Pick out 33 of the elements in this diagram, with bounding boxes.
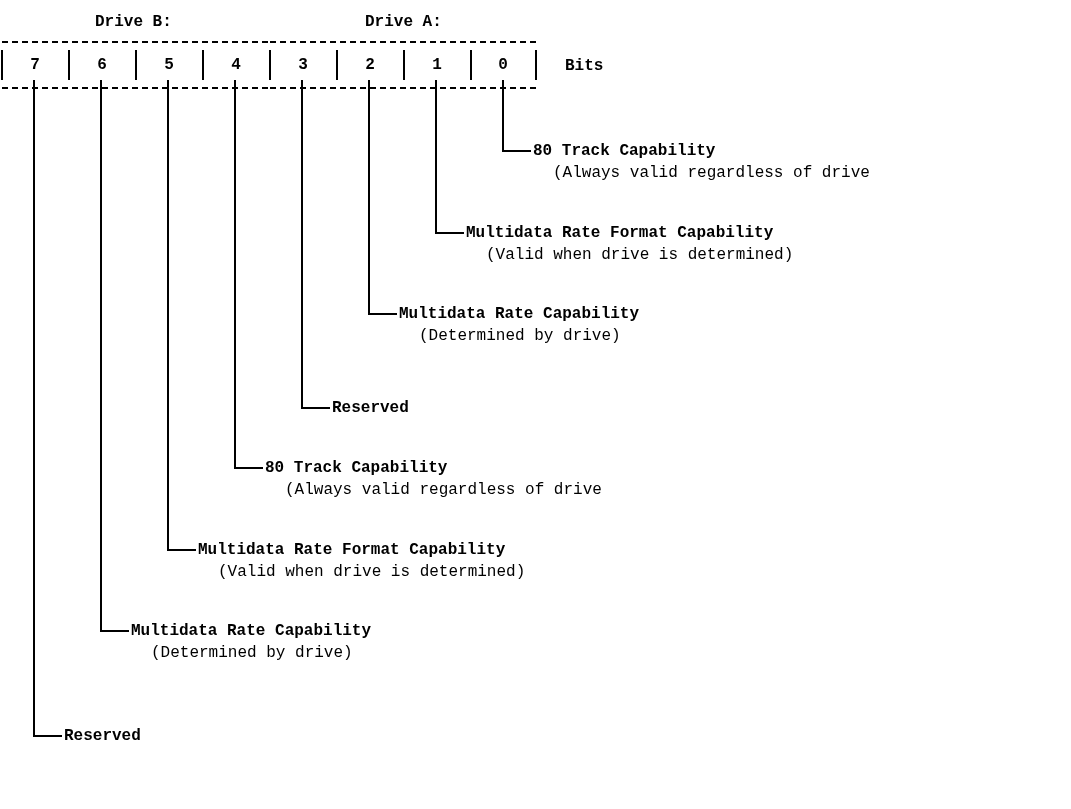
leader-line	[301, 79, 331, 409]
bit-cell: 4	[201, 50, 269, 80]
field-name: Reserved	[64, 726, 141, 747]
field-name: 80 Track Capability	[265, 458, 449, 479]
leader-line	[435, 79, 465, 234]
leader-line	[502, 79, 532, 152]
field-note: (Determined by drive)	[418, 326, 622, 347]
field-name: Multidata Rate Format Capability	[466, 223, 775, 244]
bit-cell: 6	[67, 50, 135, 80]
field-name: Multidata Rate Format Capability	[198, 540, 507, 561]
field-name: 80 Track Capability	[533, 141, 717, 162]
leader-line	[100, 79, 130, 632]
field-note: (Valid when drive is determined)	[485, 245, 794, 266]
bit-cell: 1	[402, 50, 470, 80]
field-note: (Always valid regardless of drive	[284, 480, 602, 501]
leader-line	[33, 79, 63, 737]
field-name: Multidata Rate Capability	[131, 621, 372, 642]
group-heading: Drive B:	[95, 12, 172, 33]
leader-line	[234, 79, 264, 469]
bit-cell: 2	[335, 50, 403, 80]
leader-line	[167, 79, 197, 551]
bit-cell: 5	[134, 50, 202, 80]
bit-cell: 0	[469, 50, 537, 80]
leader-line	[368, 79, 398, 315]
field-name: Multidata Rate Capability	[399, 304, 640, 325]
field-note: (Valid when drive is determined)	[217, 562, 526, 583]
field-note: (Determined by drive)	[150, 643, 354, 664]
bit-cell: 7	[0, 50, 68, 80]
field-name: Reserved	[332, 398, 409, 419]
bit-cell: 3	[268, 50, 336, 80]
row-label: Bits	[565, 56, 604, 77]
field-note: (Always valid regardless of drive	[552, 163, 870, 184]
group-heading: Drive A:	[365, 12, 442, 33]
